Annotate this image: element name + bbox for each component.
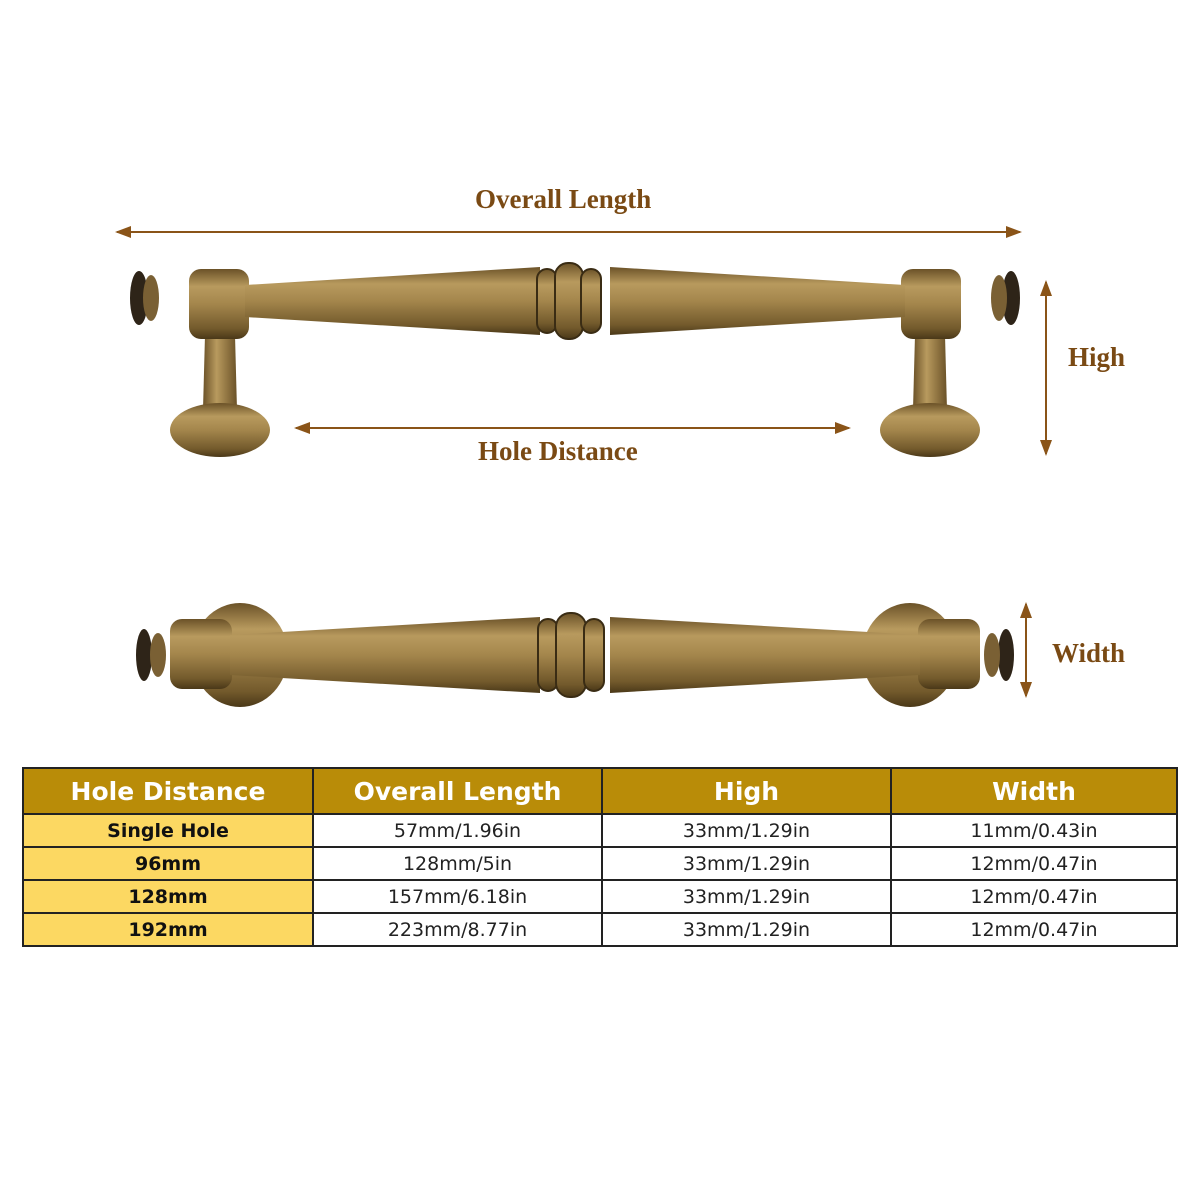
header-hole-distance: Hole Distance [22, 767, 314, 815]
cell-width: 11mm/0.43in [890, 813, 1178, 848]
hole-distance-arrow-icon [294, 422, 851, 434]
cell-overall-length: 157mm/6.18in [312, 879, 603, 914]
header-width: Width [890, 767, 1178, 815]
cell-width: 12mm/0.47in [890, 879, 1178, 914]
cell-overall-length: 223mm/8.77in [312, 912, 603, 947]
overall-length-label: Overall Length [475, 184, 652, 214]
cell-high: 33mm/1.29in [601, 813, 892, 848]
cell-high: 33mm/1.29in [601, 846, 892, 881]
cell-high: 33mm/1.29in [601, 912, 892, 947]
width-label: Width [1052, 638, 1126, 668]
overall-length-arrow-icon [115, 226, 1022, 238]
header-overall-length: Overall Length [312, 767, 603, 815]
cell-width: 12mm/0.47in [890, 912, 1178, 947]
hole-distance-label: Hole Distance [478, 436, 638, 466]
handle-top-view-image [136, 603, 1014, 707]
cell-hole-distance: Single Hole [22, 813, 314, 848]
cell-hole-distance: 128mm [22, 879, 314, 914]
cell-hole-distance: 96mm [22, 846, 314, 881]
table-row: Single Hole 57mm/1.96in 33mm/1.29in 11mm… [22, 813, 1178, 848]
table-row: 192mm 223mm/8.77in 33mm/1.29in 12mm/0.47… [22, 912, 1178, 947]
high-arrow-icon [1040, 280, 1052, 456]
cell-hole-distance: 192mm [22, 912, 314, 947]
cell-high: 33mm/1.29in [601, 879, 892, 914]
cell-width: 12mm/0.47in [890, 846, 1178, 881]
cell-overall-length: 128mm/5in [312, 846, 603, 881]
handle-front-view-image [130, 262, 1020, 457]
table-row: 128mm 157mm/6.18in 33mm/1.29in 12mm/0.47… [22, 879, 1178, 914]
table-row: 96mm 128mm/5in 33mm/1.29in 12mm/0.47in [22, 846, 1178, 881]
table-header-row: Hole Distance Overall Length High Width [22, 767, 1178, 815]
high-label: High [1068, 342, 1126, 372]
cell-overall-length: 57mm/1.96in [312, 813, 603, 848]
width-arrow-icon [1020, 602, 1032, 698]
size-spec-table: Hole Distance Overall Length High Width … [22, 767, 1178, 947]
header-high: High [601, 767, 892, 815]
